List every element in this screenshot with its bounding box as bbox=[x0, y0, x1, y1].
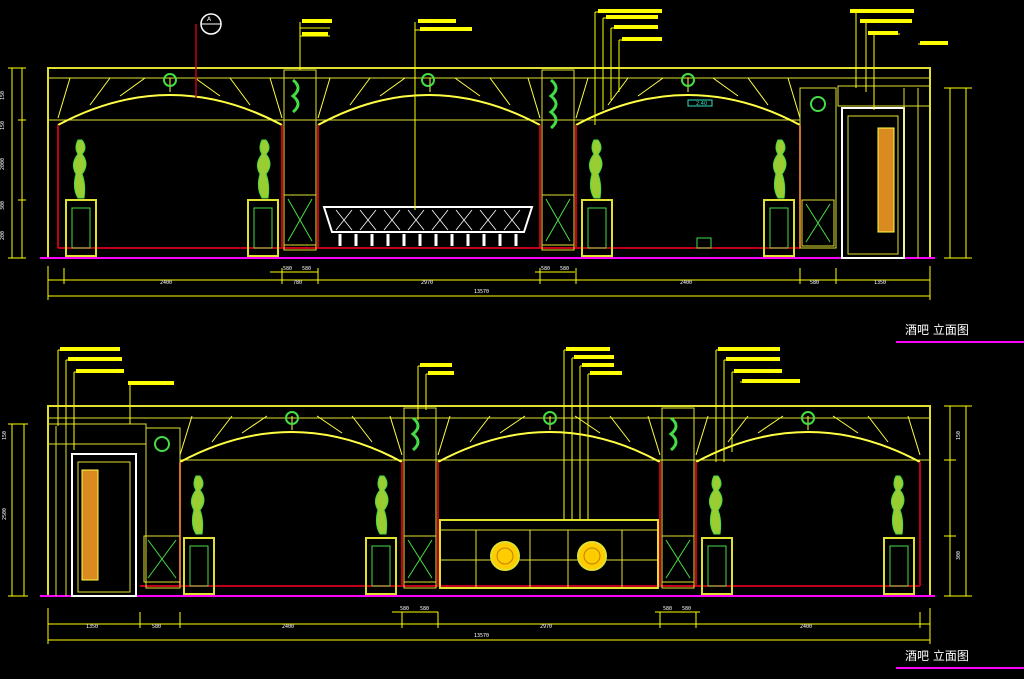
svg-text:580: 580 bbox=[400, 606, 409, 612]
crest-ornaments bbox=[163, 73, 695, 87]
svg-text:150: 150 bbox=[956, 431, 962, 440]
svg-text:580: 580 bbox=[810, 280, 819, 286]
horizontal-dims-top bbox=[47, 266, 931, 300]
statue-1 bbox=[65, 139, 97, 257]
statue-2 bbox=[247, 139, 279, 257]
svg-text:150: 150 bbox=[0, 121, 6, 130]
svg-text:A: A bbox=[207, 16, 212, 23]
svg-text:2400: 2400 bbox=[680, 280, 692, 286]
svg-text:2500: 2500 bbox=[2, 508, 8, 520]
svg-text:580: 580 bbox=[283, 266, 292, 272]
svg-text:580: 580 bbox=[541, 266, 550, 272]
column-ornament-3 bbox=[799, 87, 837, 249]
svg-text:780: 780 bbox=[293, 280, 302, 286]
section-marker: A bbox=[195, 13, 222, 98]
column-ornament-2 bbox=[403, 407, 437, 589]
svg-text:13570: 13570 bbox=[474, 289, 489, 295]
svg-text:580: 580 bbox=[663, 606, 672, 612]
bar-counter bbox=[322, 206, 534, 246]
statue-3 bbox=[701, 475, 733, 595]
svg-text:300: 300 bbox=[956, 551, 962, 560]
svg-text:150: 150 bbox=[2, 431, 8, 440]
statue-4 bbox=[763, 139, 795, 257]
crest-ornaments bbox=[285, 411, 815, 425]
dim-texts-bottom: 1350 580 2400 580 580 2970 580 580 2400 … bbox=[2, 431, 962, 639]
statue-2 bbox=[365, 475, 397, 595]
statue-3 bbox=[581, 139, 613, 257]
svg-text:300: 300 bbox=[0, 201, 6, 210]
svg-text:13570: 13570 bbox=[474, 633, 489, 639]
arch-left bbox=[57, 77, 283, 248]
svg-text:580: 580 bbox=[682, 606, 691, 612]
back-cabinet bbox=[439, 519, 659, 589]
door-left bbox=[47, 423, 147, 597]
statue-4 bbox=[883, 475, 915, 595]
svg-text:1350: 1350 bbox=[874, 280, 886, 286]
level-marker: 2.40 bbox=[687, 99, 713, 249]
svg-text:2.40: 2.40 bbox=[696, 101, 707, 107]
elevation-title-top: 酒吧 立面图 bbox=[905, 322, 969, 337]
horizontal-dims-bottom bbox=[47, 608, 931, 644]
column-ornament-2 bbox=[541, 69, 575, 251]
svg-text:1350: 1350 bbox=[86, 624, 98, 630]
statue-1 bbox=[183, 475, 215, 595]
svg-text:2970: 2970 bbox=[421, 280, 433, 286]
svg-text:150: 150 bbox=[0, 91, 6, 100]
svg-text:580: 580 bbox=[302, 266, 311, 272]
svg-text:2400: 2400 bbox=[800, 624, 812, 630]
door-right bbox=[837, 85, 931, 259]
svg-text:2000: 2000 bbox=[0, 158, 6, 170]
column-ornament-1 bbox=[143, 427, 181, 589]
dim-texts-top: 2400 580 780 580 2970 580 580 2400 580 1… bbox=[0, 91, 886, 295]
elevation-title-bottom: 酒吧 立面图 bbox=[905, 648, 969, 663]
elevation-bottom: 1350 580 2400 580 580 2970 580 580 2400 … bbox=[2, 347, 1024, 669]
svg-text:2970: 2970 bbox=[540, 624, 552, 630]
annotation-text-bottom bbox=[60, 347, 800, 385]
svg-text:2400: 2400 bbox=[282, 624, 294, 630]
vertical-dims-top bbox=[8, 67, 972, 259]
svg-text:200: 200 bbox=[0, 231, 6, 240]
elevation-top: A 2.40 2400 580 780 bbox=[0, 9, 1024, 343]
svg-text:580: 580 bbox=[560, 266, 569, 272]
column-ornament-1 bbox=[283, 69, 317, 251]
vertical-dims-bottom bbox=[8, 405, 972, 597]
annotation-text-top bbox=[302, 9, 948, 45]
svg-text:2400: 2400 bbox=[160, 280, 172, 286]
svg-text:580: 580 bbox=[152, 624, 161, 630]
column-ornament-3 bbox=[661, 407, 695, 589]
svg-text:580: 580 bbox=[420, 606, 429, 612]
